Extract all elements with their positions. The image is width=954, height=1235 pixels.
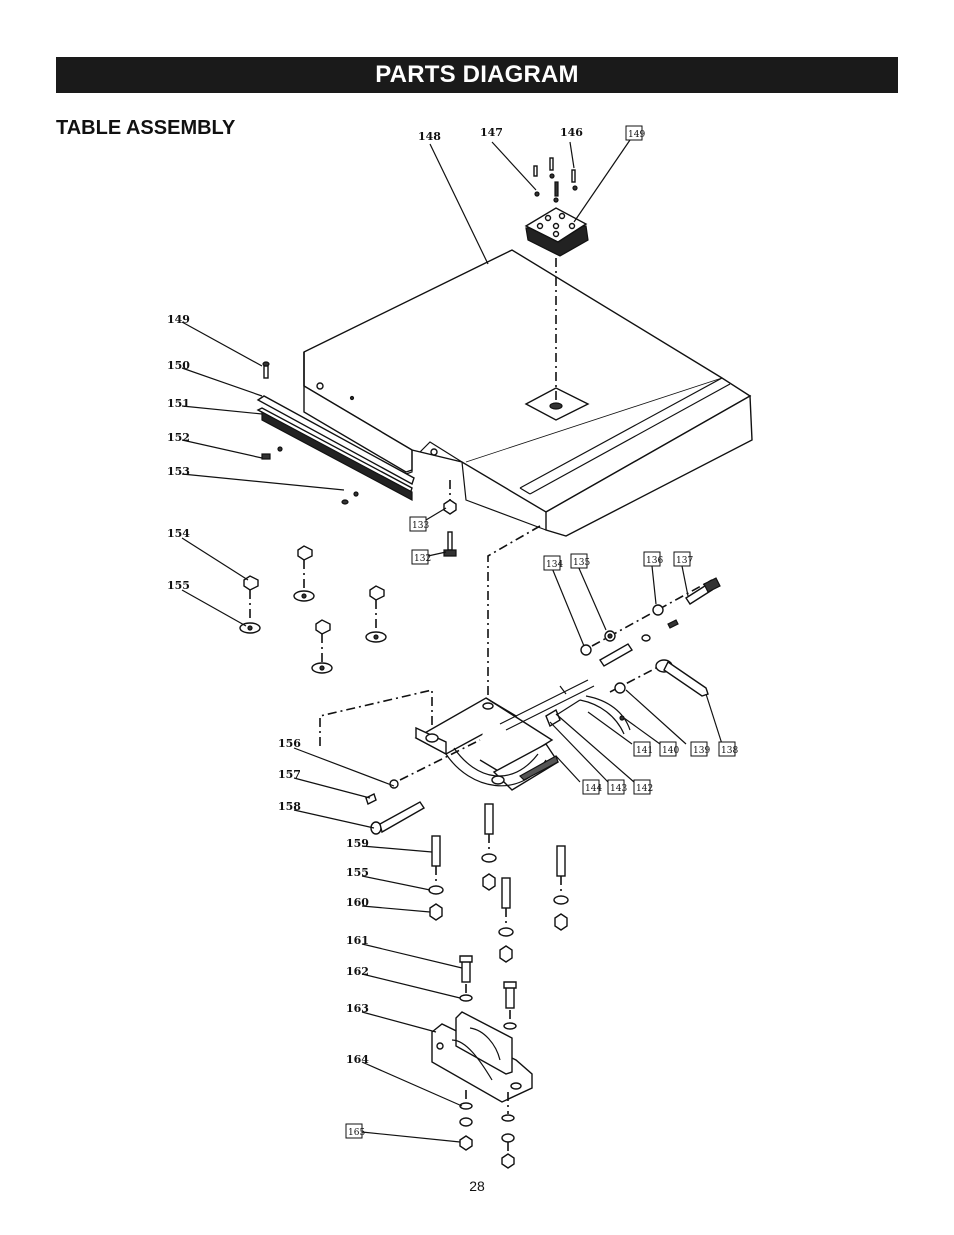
callout-154: 154 <box>167 527 190 540</box>
boxed-callout-139: 139 <box>690 741 710 757</box>
svg-text:137: 137 <box>676 556 693 566</box>
trunnion-base <box>414 679 595 791</box>
callout-153: 153 <box>167 465 190 478</box>
callout-146: 146 <box>560 126 583 139</box>
callout-152: 152 <box>167 431 190 444</box>
boxed-callout-137: 137 <box>673 551 693 567</box>
section-title: TABLE ASSEMBLY <box>56 117 236 139</box>
callout-155-lower: 155 <box>346 866 369 879</box>
boxed-callout-143: 143 <box>607 779 627 795</box>
tilt-handle <box>609 659 709 697</box>
boxed-callout-136: 136 <box>643 551 663 567</box>
svg-text:133: 133 <box>412 521 429 531</box>
callout-157: 157 <box>278 768 301 781</box>
callout-148: 148 <box>418 130 441 143</box>
boxed-callout-142: 142 <box>633 779 653 795</box>
callout-156: 156 <box>278 737 301 750</box>
page-title: PARTS DIAGRAM <box>375 61 579 88</box>
table-bolts <box>443 499 457 557</box>
callout-164: 164 <box>346 1053 369 1066</box>
callout-160: 160 <box>346 896 369 909</box>
boxed-callout-138: 138 <box>718 741 738 757</box>
boxed-callout-140: 140 <box>659 741 679 757</box>
bottom-bracket <box>431 955 533 1169</box>
arc-parts <box>545 685 631 735</box>
svg-text:135: 135 <box>573 558 590 568</box>
boxed-callout-141: 141 <box>633 741 653 757</box>
gear-insert <box>524 157 589 257</box>
callout-158: 158 <box>278 800 301 813</box>
fence-rail <box>256 361 415 505</box>
svg-text:140: 140 <box>662 746 679 756</box>
svg-text:141: 141 <box>636 746 653 756</box>
boxed-callout-132: 132 <box>411 549 431 565</box>
page-number: 28 <box>469 1178 485 1194</box>
svg-text:165: 165 <box>348 1128 365 1138</box>
tilt-rod <box>580 577 721 667</box>
boxed-callout-133: 133 <box>409 516 429 532</box>
callout-150: 150 <box>167 359 190 372</box>
svg-text:144: 144 <box>585 784 602 794</box>
table-top <box>303 249 753 537</box>
boxed-callout-149: 149 <box>625 125 645 141</box>
svg-text:132: 132 <box>414 554 431 564</box>
callout-149: 149 <box>167 313 190 326</box>
svg-text:136: 136 <box>646 556 663 566</box>
pivot-bolt <box>365 739 481 835</box>
svg-text:142: 142 <box>636 784 653 794</box>
callouts-boxed: 149 133 132 134 135 136 137 141 <box>345 125 738 1139</box>
header-bar: PARTS DIAGRAM <box>56 57 898 93</box>
callout-163: 163 <box>346 1002 369 1015</box>
svg-text:143: 143 <box>610 784 627 794</box>
callouts-plain: 148 147 146 149 150 151 152 153 154 155 … <box>167 126 583 1066</box>
boxed-callout-165: 165 <box>345 1123 365 1139</box>
support-studs <box>428 803 569 963</box>
callout-161: 161 <box>346 934 369 947</box>
callout-147: 147 <box>480 126 503 139</box>
callout-155: 155 <box>167 579 190 592</box>
svg-text:134: 134 <box>546 560 563 570</box>
boxed-callout-135: 135 <box>570 553 590 569</box>
washers-nuts <box>239 545 387 674</box>
callout-162: 162 <box>346 965 369 978</box>
svg-text:149: 149 <box>628 130 645 140</box>
callout-151: 151 <box>167 397 190 410</box>
leader-lines <box>181 139 723 1143</box>
svg-text:139: 139 <box>693 746 710 756</box>
boxed-callout-144: 144 <box>582 779 602 795</box>
callout-159: 159 <box>346 837 369 850</box>
svg-text:138: 138 <box>721 746 738 756</box>
boxed-callout-134: 134 <box>543 555 563 571</box>
